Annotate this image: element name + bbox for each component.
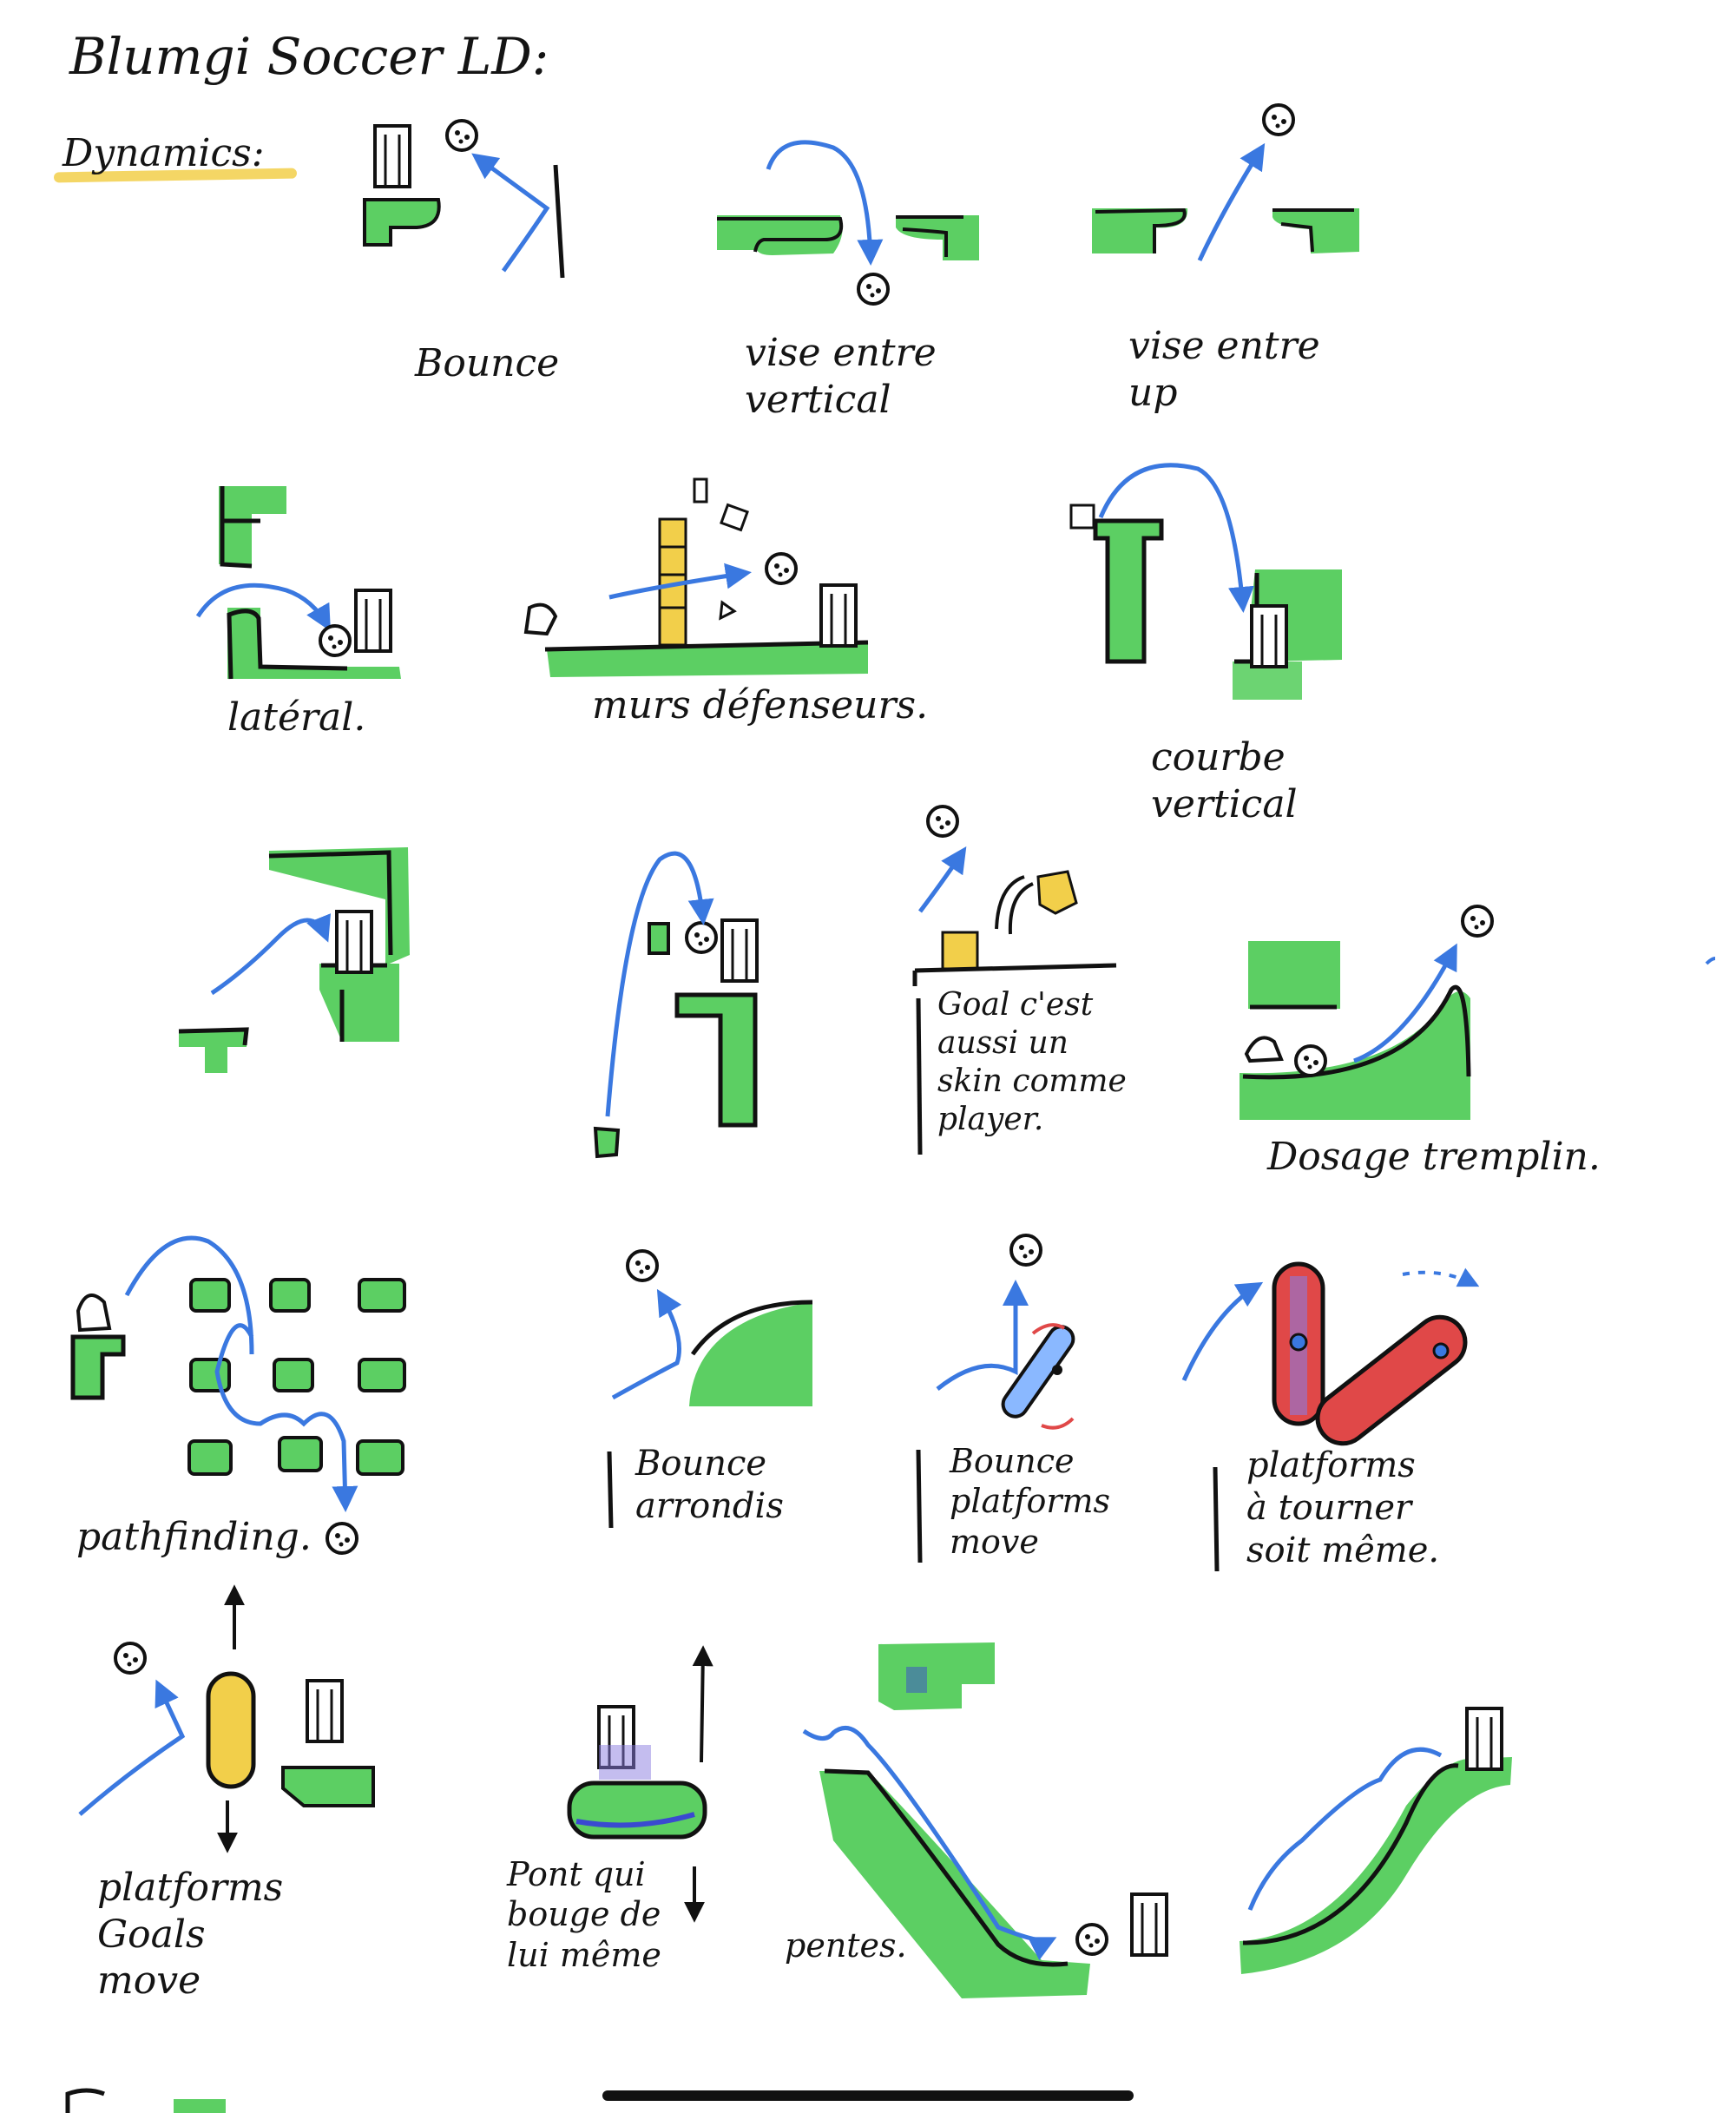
ball-icon: [626, 1249, 659, 1282]
diagram-slope-up: [1240, 1707, 1512, 1974]
ball-icon: [857, 273, 890, 306]
ball-icon: [926, 805, 959, 838]
diagram-courbe: [1069, 463, 1342, 700]
label-bounce-platforms: Bounce platforms move: [950, 1442, 1111, 1561]
page-title: Blumgi Soccer LD:: [69, 27, 549, 86]
goal-icon: [373, 124, 411, 188]
section-heading: Dynamics:: [62, 131, 265, 175]
stray-mark: [1705, 957, 1716, 965]
diagram-goal-corner: [178, 847, 410, 1073]
label-courbe: courbe vertical: [1151, 735, 1298, 826]
label-bounce: Bounce: [415, 341, 560, 385]
ball-icon: [1009, 1234, 1042, 1267]
label-pont: Pont qui bouge de lui même: [507, 1855, 661, 1974]
goal-icon: [354, 589, 392, 653]
diagram-pillar: [593, 851, 759, 1159]
label-murs: murs défenseurs.: [592, 683, 929, 727]
ball-icon: [319, 624, 352, 657]
diagram-pathfinding: [70, 1235, 406, 1555]
label-pathfinding: pathfinding.: [76, 1515, 312, 1559]
ball-icon: [445, 119, 478, 152]
partial-sketch-bottom: [65, 2088, 226, 2113]
goal-icon: [1130, 1892, 1168, 1957]
home-indicator[interactable]: [602, 2090, 1134, 2101]
ball-icon: [1294, 1044, 1327, 1077]
ball-icon: [114, 1642, 147, 1675]
diagram-murs: [523, 477, 869, 677]
diagram-bounce: [363, 119, 565, 279]
diagram-platforms-tourner: [1181, 1261, 1480, 1572]
ball-icon: [1461, 905, 1494, 938]
diagram-pentes: [802, 1642, 1168, 1998]
ball-icon: [1075, 1923, 1108, 1956]
label-bounce-arrondis: Bounce arrondis: [635, 1444, 784, 1526]
label-vise-vertical: vise entre vertical: [745, 331, 937, 422]
diagram-vise-vertical: [717, 140, 979, 306]
diagram-platforms-goals: [78, 1584, 375, 1853]
ball-icon: [326, 1522, 358, 1555]
label-vise-up: vise entre up: [1128, 324, 1320, 415]
diagram-pont: [567, 1645, 713, 1923]
goal-icon: [306, 1679, 344, 1743]
label-lateral: latéral.: [227, 695, 366, 740]
diagram-bounce-arrondis: [607, 1249, 813, 1529]
ball-icon: [685, 921, 718, 954]
diagram-bounce-platforms: [916, 1234, 1075, 1563]
label-platforms-goals: platforms Goals move: [97, 1866, 284, 2004]
ball-icon: [1262, 103, 1295, 136]
ball-icon: [765, 552, 798, 585]
goal-icon: [335, 910, 373, 974]
diagram-goal-skin: [912, 805, 1117, 1155]
diagram-lateral: [195, 486, 401, 680]
goal-icon: [819, 583, 858, 648]
label-goal-skin: Goal c'est aussi un skin comme player.: [937, 987, 1127, 1137]
goal-icon: [1250, 604, 1288, 668]
goal-icon: [1465, 1707, 1503, 1771]
label-dosage: Dosage tremplin.: [1267, 1135, 1601, 1179]
diagram-vise-up: [1092, 103, 1359, 262]
diagram-tremplin: [1240, 905, 1494, 1120]
goal-icon: [720, 918, 759, 983]
label-pentes: pentes.: [785, 1926, 907, 1965]
label-platforms-tourner: platforms à tourner soit même.: [1246, 1445, 1440, 1570]
